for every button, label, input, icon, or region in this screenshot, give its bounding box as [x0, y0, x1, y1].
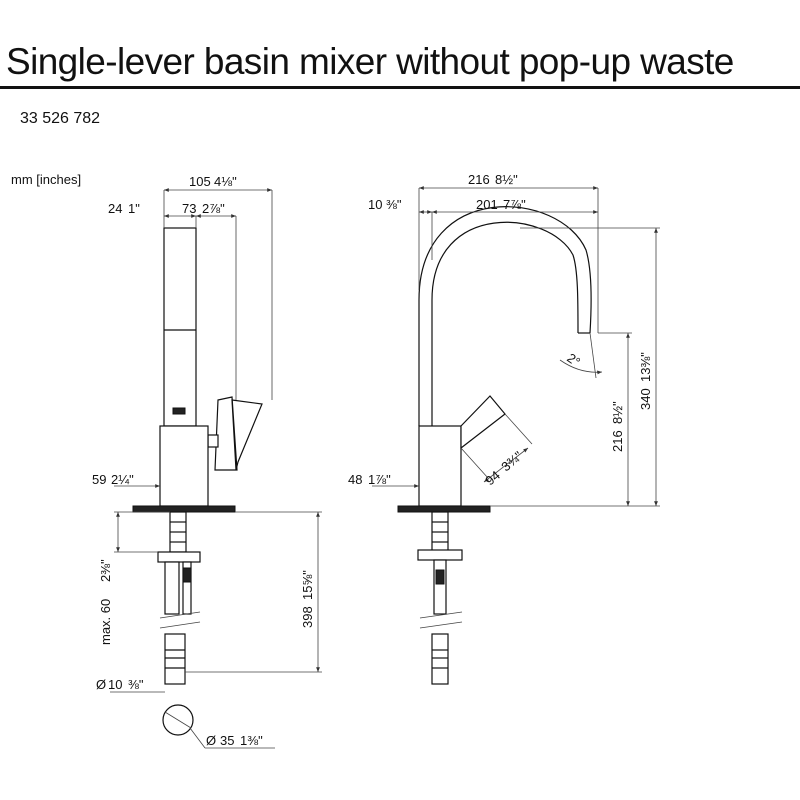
dim-front-spout-reach: 201	[476, 197, 498, 212]
side-fixing-nut	[157, 551, 201, 563]
dim-front-body-width: 48	[348, 472, 362, 487]
dim-side-body-width: 59	[92, 472, 106, 487]
dim-front-offset: 10	[368, 197, 382, 212]
page-title: Single-lever basin mixer without pop-up …	[6, 41, 734, 82]
dim-side-hole-diameter-in: 1⅜"	[240, 733, 263, 748]
title-underline	[0, 86, 800, 89]
dim-side-max-counter-in: 2⅜"	[98, 559, 113, 582]
units-note: mm [inches]	[11, 172, 82, 187]
dim-front-spout-reach-in: 7⅞"	[503, 197, 526, 212]
dim-side-hose-diameter-symbol: Ø	[96, 677, 106, 692]
front-base-plate	[397, 505, 491, 513]
dim-front-angle: 2°	[564, 350, 583, 369]
dim-front-body-width-in: 1⅞"	[368, 472, 391, 487]
dim-side-spout-width-in: 1"	[128, 201, 140, 216]
front-view: 216 8½" 10 ⅜" 201 7⅞" 340 13⅜" 216 8½" 2…	[348, 172, 660, 685]
front-mixer-body	[418, 425, 462, 507]
side-base-plate	[132, 505, 236, 513]
dim-front-lever-length-in: 3¾"	[498, 448, 525, 474]
side-mixer-body	[159, 425, 209, 507]
dim-side-hole-diameter: 35	[220, 733, 234, 748]
front-gooseneck-spout	[418, 206, 592, 426]
product-code: 33 526 782	[20, 110, 101, 127]
front-fixing-nut	[417, 549, 463, 561]
dim-front-lever-length: 94	[482, 468, 503, 489]
dim-front-total-height: 340	[638, 388, 653, 410]
dim-side-max-counter: max. 60	[98, 599, 113, 645]
front-lever-handle	[460, 395, 506, 450]
dim-side-below-counter: 398	[300, 606, 315, 628]
dim-front-offset-in: ⅜"	[386, 197, 402, 212]
side-spout-column	[163, 227, 197, 427]
dim-side-lever-offset: 73	[182, 201, 196, 216]
dim-side-hole-diameter-symbol: Ø	[206, 733, 216, 748]
dim-side-hose-diameter: 10	[108, 677, 122, 692]
dim-front-total-reach: 216	[468, 172, 490, 187]
side-view: 105 4⅛" 24 1" 73 2⅞" 59 2¼" max. 60 2⅜"	[92, 174, 322, 749]
dim-front-total-reach-in: 8½"	[495, 172, 518, 187]
front-hose-connector	[431, 633, 449, 685]
side-hose-connector	[164, 633, 186, 685]
dim-side-body-width-in: 2¼"	[111, 472, 134, 487]
dim-side-total-in: 4⅛"	[214, 174, 237, 189]
dim-side-below-counter-in: 15⅝"	[300, 570, 315, 600]
dim-side-hose-diameter-in: ⅜"	[128, 677, 144, 692]
dim-front-outlet-height: 216	[610, 430, 625, 452]
dim-side-lever-offset-in: 2⅞"	[202, 201, 225, 216]
side-outlet-aerator	[172, 407, 186, 415]
dim-side-spout-width: 24	[108, 201, 122, 216]
dim-front-outlet-height-in: 8½"	[610, 401, 625, 424]
dim-side-total: 105	[189, 174, 211, 189]
dim-front-total-height-in: 13⅜"	[638, 352, 653, 382]
